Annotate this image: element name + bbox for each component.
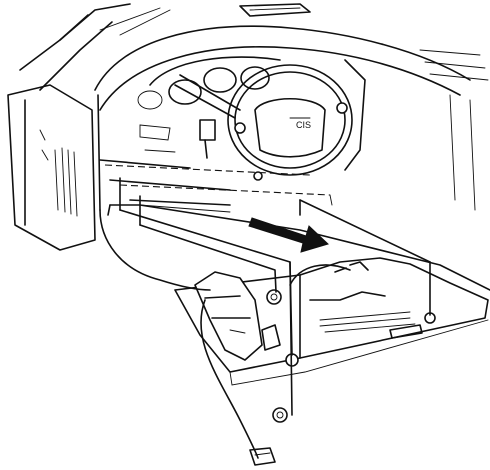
steering-wheel: CIS xyxy=(227,64,353,181)
alignment-lines xyxy=(119,177,431,416)
mounting-bracket xyxy=(194,271,282,361)
windshield-frame xyxy=(19,3,311,91)
wiring-harness xyxy=(200,299,276,466)
left-cable xyxy=(99,209,211,291)
dashboard xyxy=(94,25,489,211)
left-side-panel xyxy=(7,84,96,251)
cluster-label: CIS xyxy=(296,120,311,130)
instrument-cluster xyxy=(137,56,281,153)
floor-plane xyxy=(107,204,490,291)
arrow-right-icon xyxy=(248,217,329,253)
